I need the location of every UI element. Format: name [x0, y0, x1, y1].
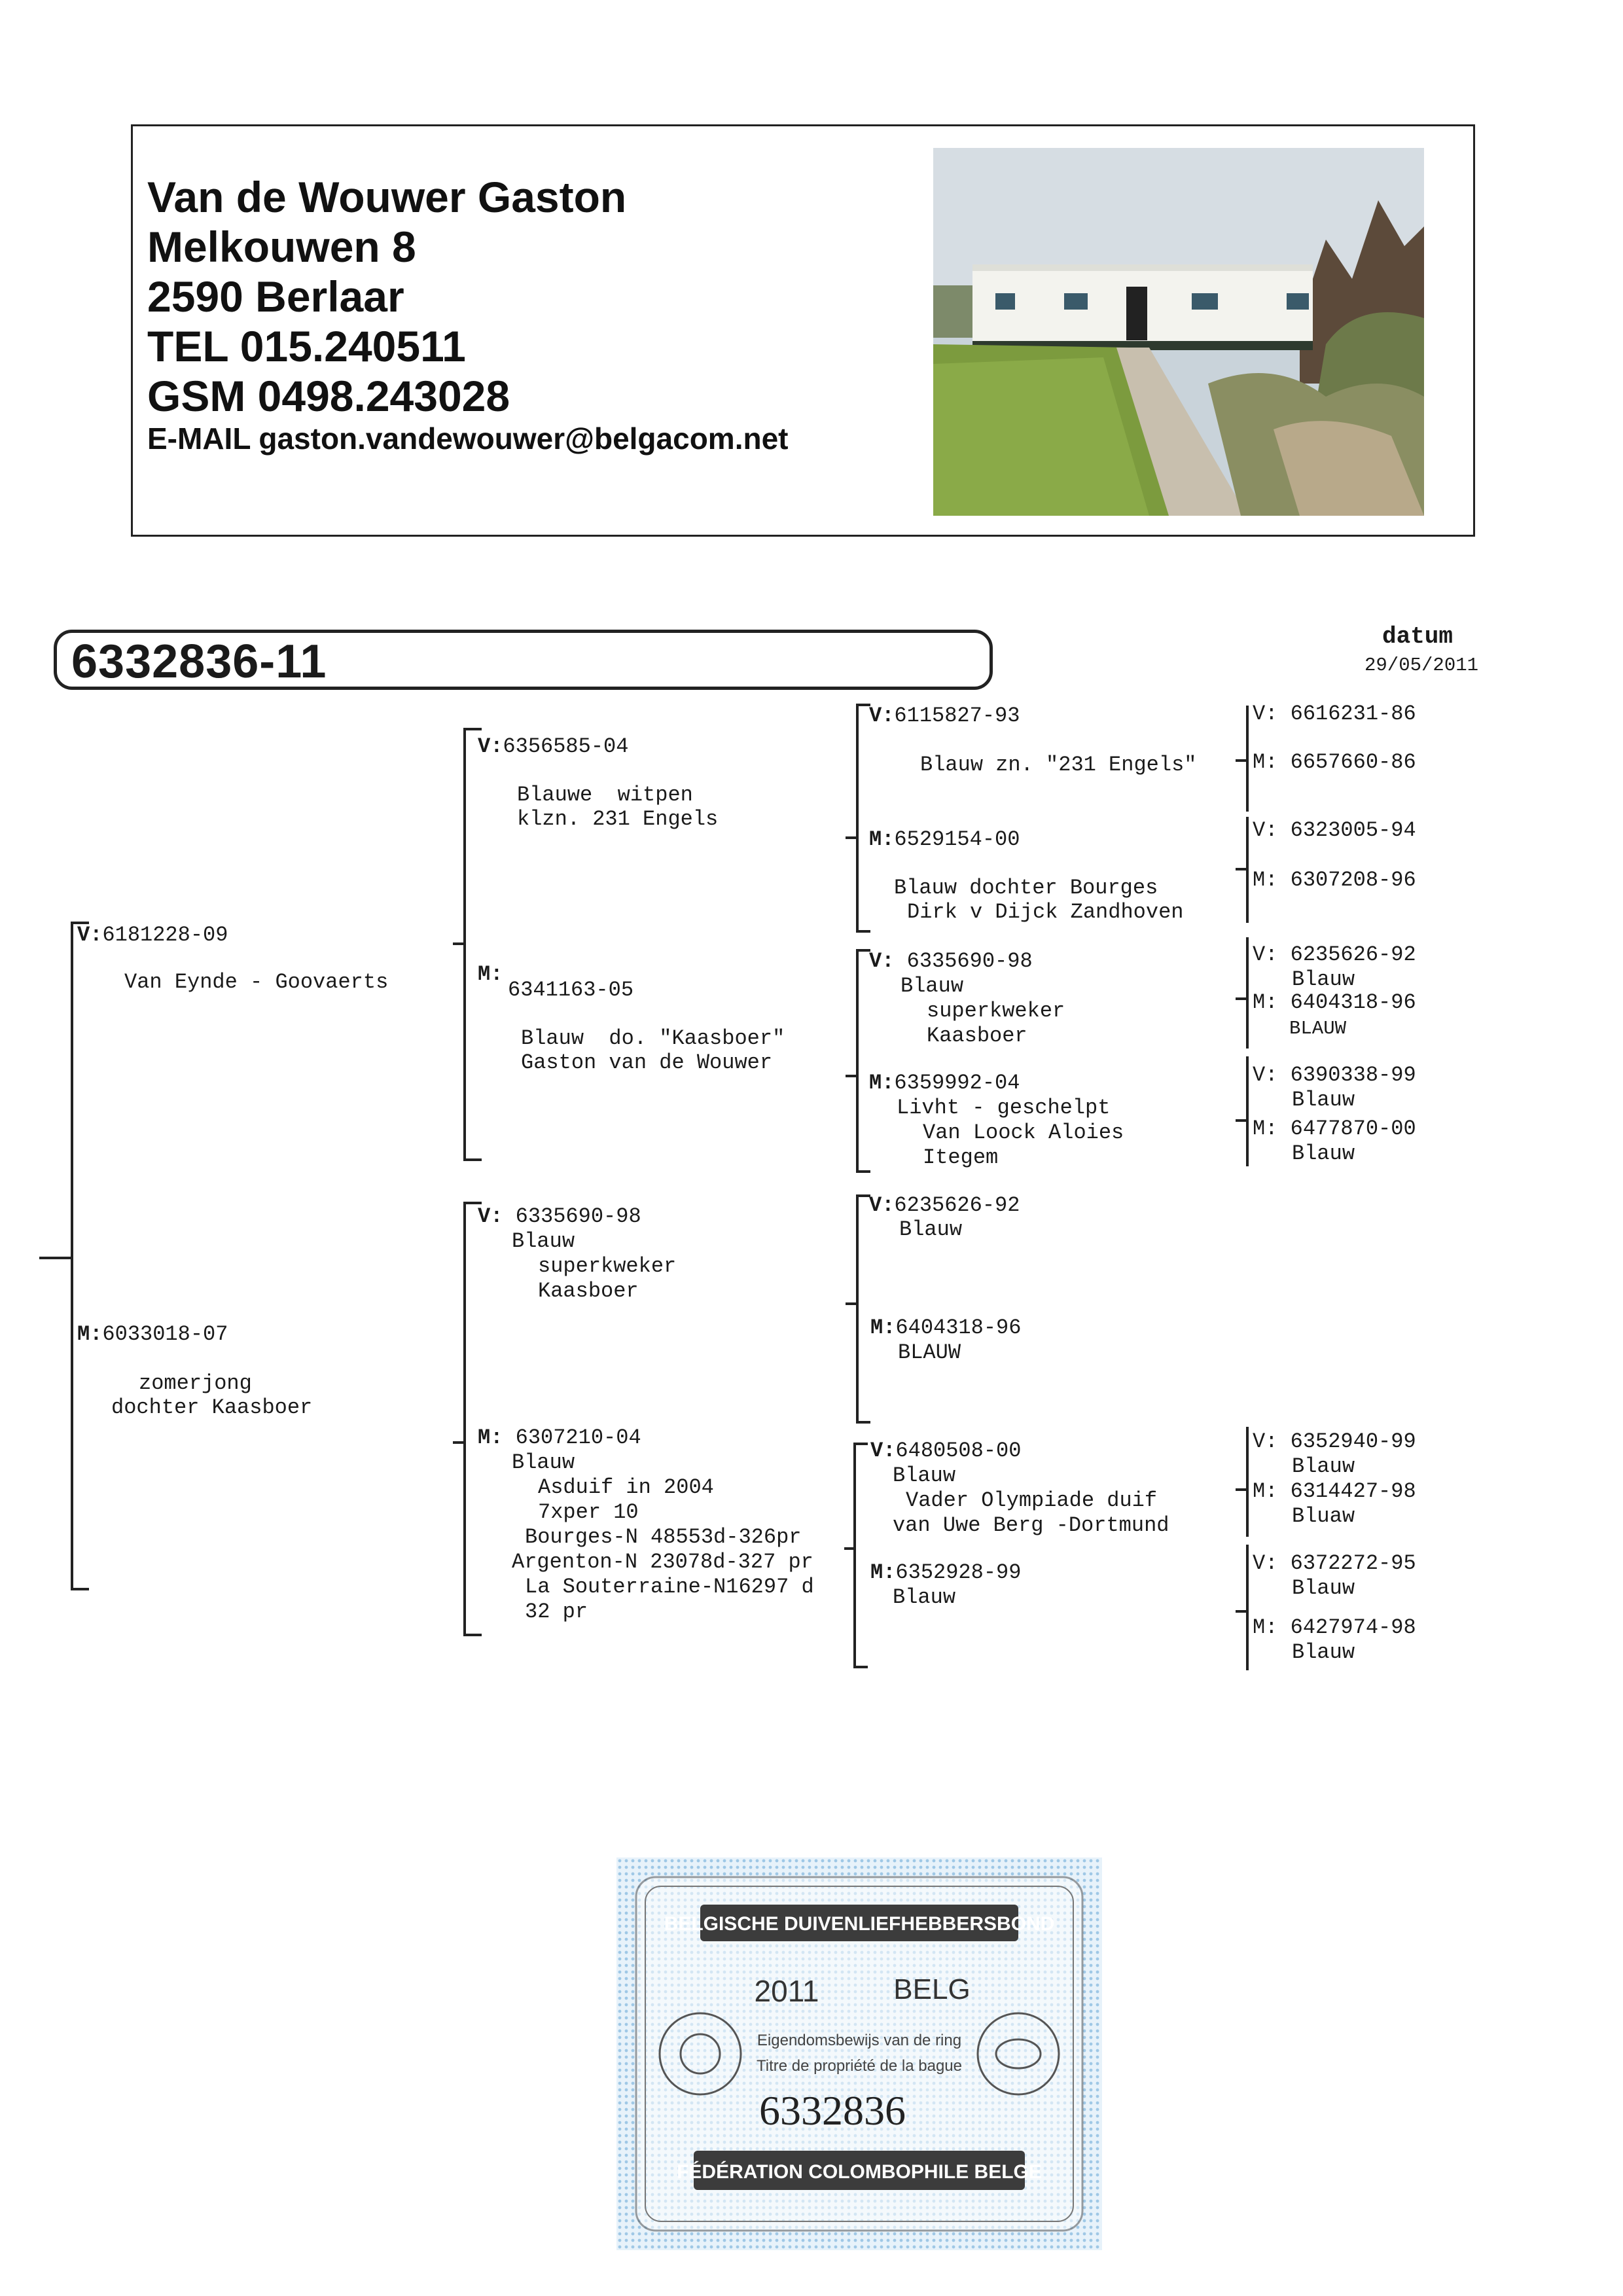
mmvv-ring: V: 6352940-99: [1253, 1429, 1416, 1454]
father-ring: V:6181228-09: [77, 923, 228, 948]
vm-info-1: Blauw do. "Kaasboer": [521, 1026, 785, 1051]
mv-info-2: superkweker: [538, 1254, 676, 1279]
mv-info-3: Kaasboer: [538, 1279, 639, 1304]
vvm-info-1: Blauw dochter Bourges: [894, 876, 1158, 901]
father-info: Van Eynde - Goovaerts: [124, 970, 388, 995]
date-value: 29/05/2011: [1364, 655, 1478, 676]
vvm-info-2: Dirk v Dijck Zandhoven: [907, 900, 1183, 925]
vmmm-ring: M: 6477870-00: [1253, 1117, 1416, 1141]
owner-email: E-MAIL gaston.vandewouwer@belgacom.net: [147, 421, 788, 456]
cert-year: 2011: [755, 1974, 819, 2008]
mmvv-color: Blauw: [1292, 1454, 1355, 1479]
vm-info-2: Gaston van de Wouwer: [521, 1050, 772, 1075]
mother-info-2: dochter Kaasboer: [111, 1395, 312, 1420]
mmmv-color: Blauw: [1292, 1576, 1355, 1601]
date-label: datum: [1382, 623, 1453, 650]
mm-info-3: 7xper 10: [538, 1500, 639, 1525]
mm-info-7: 32 pr: [525, 1600, 588, 1624]
vmm-info-2: Van Loock Aloies: [923, 1121, 1124, 1145]
mm-info-4: Bourges-N 48553d-326pr: [525, 1525, 801, 1550]
mother-ring: M:6033018-07: [77, 1322, 228, 1347]
vmvm-color: BLAUW: [1289, 1016, 1346, 1041]
mmv-info-1: Blauw: [893, 1463, 955, 1488]
cert-line-nl: Eigendomsbewijs van de ring: [757, 2032, 961, 2049]
vvv-ring: V:6115827-93: [869, 704, 1020, 728]
vvmv-ring: V: 6323005-94: [1253, 818, 1416, 843]
mmv-info-2: Vader Olympiade duif: [906, 1488, 1157, 1513]
mmm-info-1: Blauw: [893, 1585, 955, 1610]
cert-country: BELG: [893, 1973, 970, 2005]
owner-name: Van de Wouwer Gaston: [147, 172, 626, 222]
vmv-info-1: Blauw: [901, 974, 963, 999]
vv-info-2: klzn. 231 Engels: [517, 807, 718, 832]
vvmm-ring: M: 6307208-96: [1253, 868, 1416, 893]
mmv-ring: V:6480508-00: [870, 1439, 1021, 1463]
vm-ring: M:: [478, 962, 503, 987]
owner-street: Melkouwen 8: [147, 222, 416, 272]
vmmv-color: Blauw: [1292, 1088, 1355, 1113]
owner-header: Van de Wouwer Gaston Melkouwen 8 2590 Be…: [131, 124, 1475, 537]
mm-info-2: Asduif in 2004: [538, 1475, 714, 1500]
mv-info-1: Blauw: [512, 1229, 575, 1254]
owner-gsm: GSM 0498.243028: [147, 371, 510, 421]
mmm-ring: M:6352928-99: [870, 1560, 1021, 1585]
vmvm-ring: M: 6404318-96: [1253, 990, 1416, 1015]
ring-number: 6332836-11: [71, 636, 327, 688]
mmvm-ring: M: 6314427-98: [1253, 1479, 1416, 1504]
cert-line-fr: Titre de propriété de la bague: [757, 2057, 962, 2075]
vv-ring: V:6356585-04: [478, 734, 628, 759]
vvvm-ring: M: 6657660-86: [1253, 750, 1416, 775]
mm-ring: M: 6307210-04: [478, 1426, 641, 1450]
mmvm-color: Bluaw: [1292, 1504, 1355, 1529]
vmv-info-3: Kaasboer: [927, 1024, 1027, 1049]
mm-info-6: La Souterraine-N16297 d: [525, 1575, 814, 1600]
ring-number-banner: 6332836-11: [54, 630, 993, 690]
vmm-info-3: Itegem: [923, 1145, 998, 1170]
vmvv-color: Blauw: [1292, 967, 1355, 992]
mm-info-1: Blauw: [512, 1450, 575, 1475]
mmv-info-3: van Uwe Berg -Dortmund: [893, 1513, 1169, 1538]
mv-ring: V: 6335690-98: [478, 1204, 641, 1229]
vm-ring-number: 6341163-05: [508, 978, 633, 1003]
vmmm-color: Blauw: [1292, 1141, 1355, 1166]
owner-tel: TEL 015.240511: [147, 321, 466, 371]
vv-info-1: Blauwe witpen: [517, 783, 693, 808]
owner-city: 2590 Berlaar: [147, 272, 404, 321]
mvm-info-1: BLAUW: [898, 1340, 961, 1365]
vmvv-ring: V: 6235626-92: [1253, 942, 1416, 967]
vmm-info-1: Livht - geschelpt: [897, 1096, 1110, 1121]
mmmm-color: Blauw: [1292, 1640, 1355, 1665]
ring-ownership-certificate: BELGISCHE DUIVENLIEFHEBBERSBOND 2011 BEL…: [616, 1857, 1102, 2250]
cert-ring-number: 6332836: [759, 2087, 906, 2134]
mvm-ring: M:6404318-96: [870, 1316, 1021, 1340]
vvv-info-1: Blauw zn. "231 Engels": [920, 753, 1196, 778]
cert-org-nl: BELGISCHE DUIVENLIEFHEBBERSBOND: [664, 1913, 1055, 1935]
vmmv-ring: V: 6390338-99: [1253, 1063, 1416, 1088]
mother-info-1: zomerjong: [139, 1371, 252, 1396]
mm-info-5: Argenton-N 23078d-327 pr: [512, 1550, 813, 1575]
vmv-info-2: superkweker: [927, 999, 1065, 1024]
vmv-ring: V: 6335690-98: [869, 949, 1033, 974]
loft-photo: [933, 148, 1424, 516]
mvv-ring: V:6235626-92: [869, 1193, 1020, 1218]
vmm-ring: M:6359992-04: [869, 1071, 1020, 1096]
vvvv-ring: V: 6616231-86: [1253, 702, 1416, 726]
vvm-ring: M:6529154-00: [869, 827, 1020, 852]
mmmm-ring: M: 6427974-98: [1253, 1615, 1416, 1640]
cert-org-fr: FÉDÉRATION COLOMBOPHILE BELGE: [677, 2161, 1042, 2183]
mvv-info-1: Blauw: [899, 1217, 962, 1242]
mmmv-ring: V: 6372272-95: [1253, 1551, 1416, 1576]
